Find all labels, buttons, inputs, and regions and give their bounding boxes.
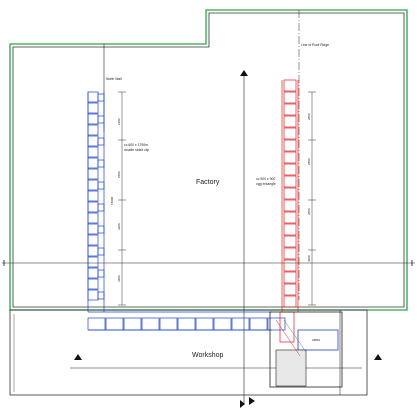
blue-duct-fitting [97,225,105,234]
annex-diagonal [275,319,301,357]
annex-panel [297,329,339,351]
right-top-note: Line of Roof Ridge [301,43,329,47]
blue-duct-segment [249,317,268,331]
right-spec-note-2: ogg entangle [256,182,276,186]
blue-duct-segment [87,267,99,279]
factory-wall-outline [12,12,405,308]
section-marker-arrow-icon [240,400,245,408]
left-dimension-5: 3200 [117,275,121,282]
red-duct-segment [283,283,297,296]
blue-duct-segment [195,317,214,331]
blue-duct-segment [87,234,99,246]
red-duct-segment [283,259,297,272]
red-duct-segment [283,211,297,224]
blue-duct-fitting [97,269,105,278]
blue-duct-segment [87,212,99,224]
blue-duct-fitting [97,159,105,168]
annex-stair [275,349,307,387]
blue-duct-fitting [97,247,105,256]
blue-duct-fitting [97,291,105,300]
blue-duct-segment [87,317,106,331]
red-duct-segment [283,247,297,260]
blue-duct-segment [87,278,99,290]
red-duct-segment [283,115,297,128]
blue-duct-fitting [97,203,105,212]
blue-duct-segment [87,256,99,268]
red-duct-segment [283,163,297,176]
left-spec-note-2: double sided clip [124,148,149,152]
red-duct-segment [283,295,297,308]
blue-duct-segment [87,124,99,136]
blue-duct-segment [87,102,99,114]
blue-duct-run [87,91,286,331]
blue-duct-segment [87,135,99,147]
blue-duct-segment [231,317,250,331]
red-duct-segment [283,199,297,212]
blue-duct-segment [159,317,178,331]
right-dimension-1: 2800 [307,113,311,120]
red-duct-segment [283,175,297,188]
red-duct-segment [283,187,297,200]
blue-duct-segment [87,157,99,169]
workshop-outline [9,309,368,396]
blue-duct-fitting [97,181,105,190]
left-dimension-1: 2300 [117,118,121,125]
section-marker-arrow-icon [374,354,382,360]
left-top-note: North Wall [106,77,122,81]
red-duct-segment [283,223,297,236]
blue-duct-segment [87,289,99,301]
annex-diagonal [283,319,307,353]
right-dimension-3: 2800 [307,208,311,215]
red-duct-segment [283,91,297,104]
blue-duct-segment [123,317,142,331]
blue-duct-fitting [97,93,105,102]
left-spec-note: cc 600 x 1750m [124,143,148,147]
blue-duct-segment [213,317,232,331]
blue-duct-segment [267,317,286,331]
blue-duct-segment [87,201,99,213]
red-duct-riser [279,311,295,343]
blue-duct-segment [141,317,160,331]
annex-label: ABRS [312,338,320,342]
red-duct-segment [283,139,297,152]
site-boundary-outline [9,9,408,311]
section-marker-arrow-icon [249,397,255,405]
red-duct-segment [283,151,297,164]
blue-duct-segment [87,179,99,191]
blue-duct-segment [87,91,99,103]
left-dimension-4: 3200 [117,223,121,230]
blue-duct-segment [87,245,99,257]
left-dimension-ticks [118,91,126,306]
right-dimension-4: 4600 [307,255,311,262]
blue-duct-segment [87,190,99,202]
annex-outline [269,311,343,388]
blue-duct-segment [87,146,99,158]
blue-duct-segment [105,317,124,331]
section-marker-arrow-icon [240,70,248,76]
left-dimension-3: 15000 [110,196,114,205]
blue-duct-segment [87,168,99,180]
blue-duct-fitting [97,115,105,124]
red-duct-segment [283,271,297,284]
blue-duct-fitting [97,137,105,146]
left-dimension-2: 2500 [117,171,121,178]
room-label-workshop: Workshop [192,352,223,359]
blue-duct-segment [177,317,196,331]
red-duct-run [279,79,299,343]
red-duct-segment [283,79,297,92]
red-duct-segment [283,103,297,116]
section-marker-arrow-icon [74,354,82,360]
blue-duct-segment [87,113,99,125]
red-duct-segment [283,235,297,248]
room-label-factory: Factory [196,179,220,186]
blue-duct-segment [87,223,99,235]
right-dimension-2: 2800 [307,158,311,165]
right-dimension-ticks [308,91,316,306]
right-spec-note: cc 900 x 900 [256,177,275,181]
red-duct-segment [283,127,297,140]
